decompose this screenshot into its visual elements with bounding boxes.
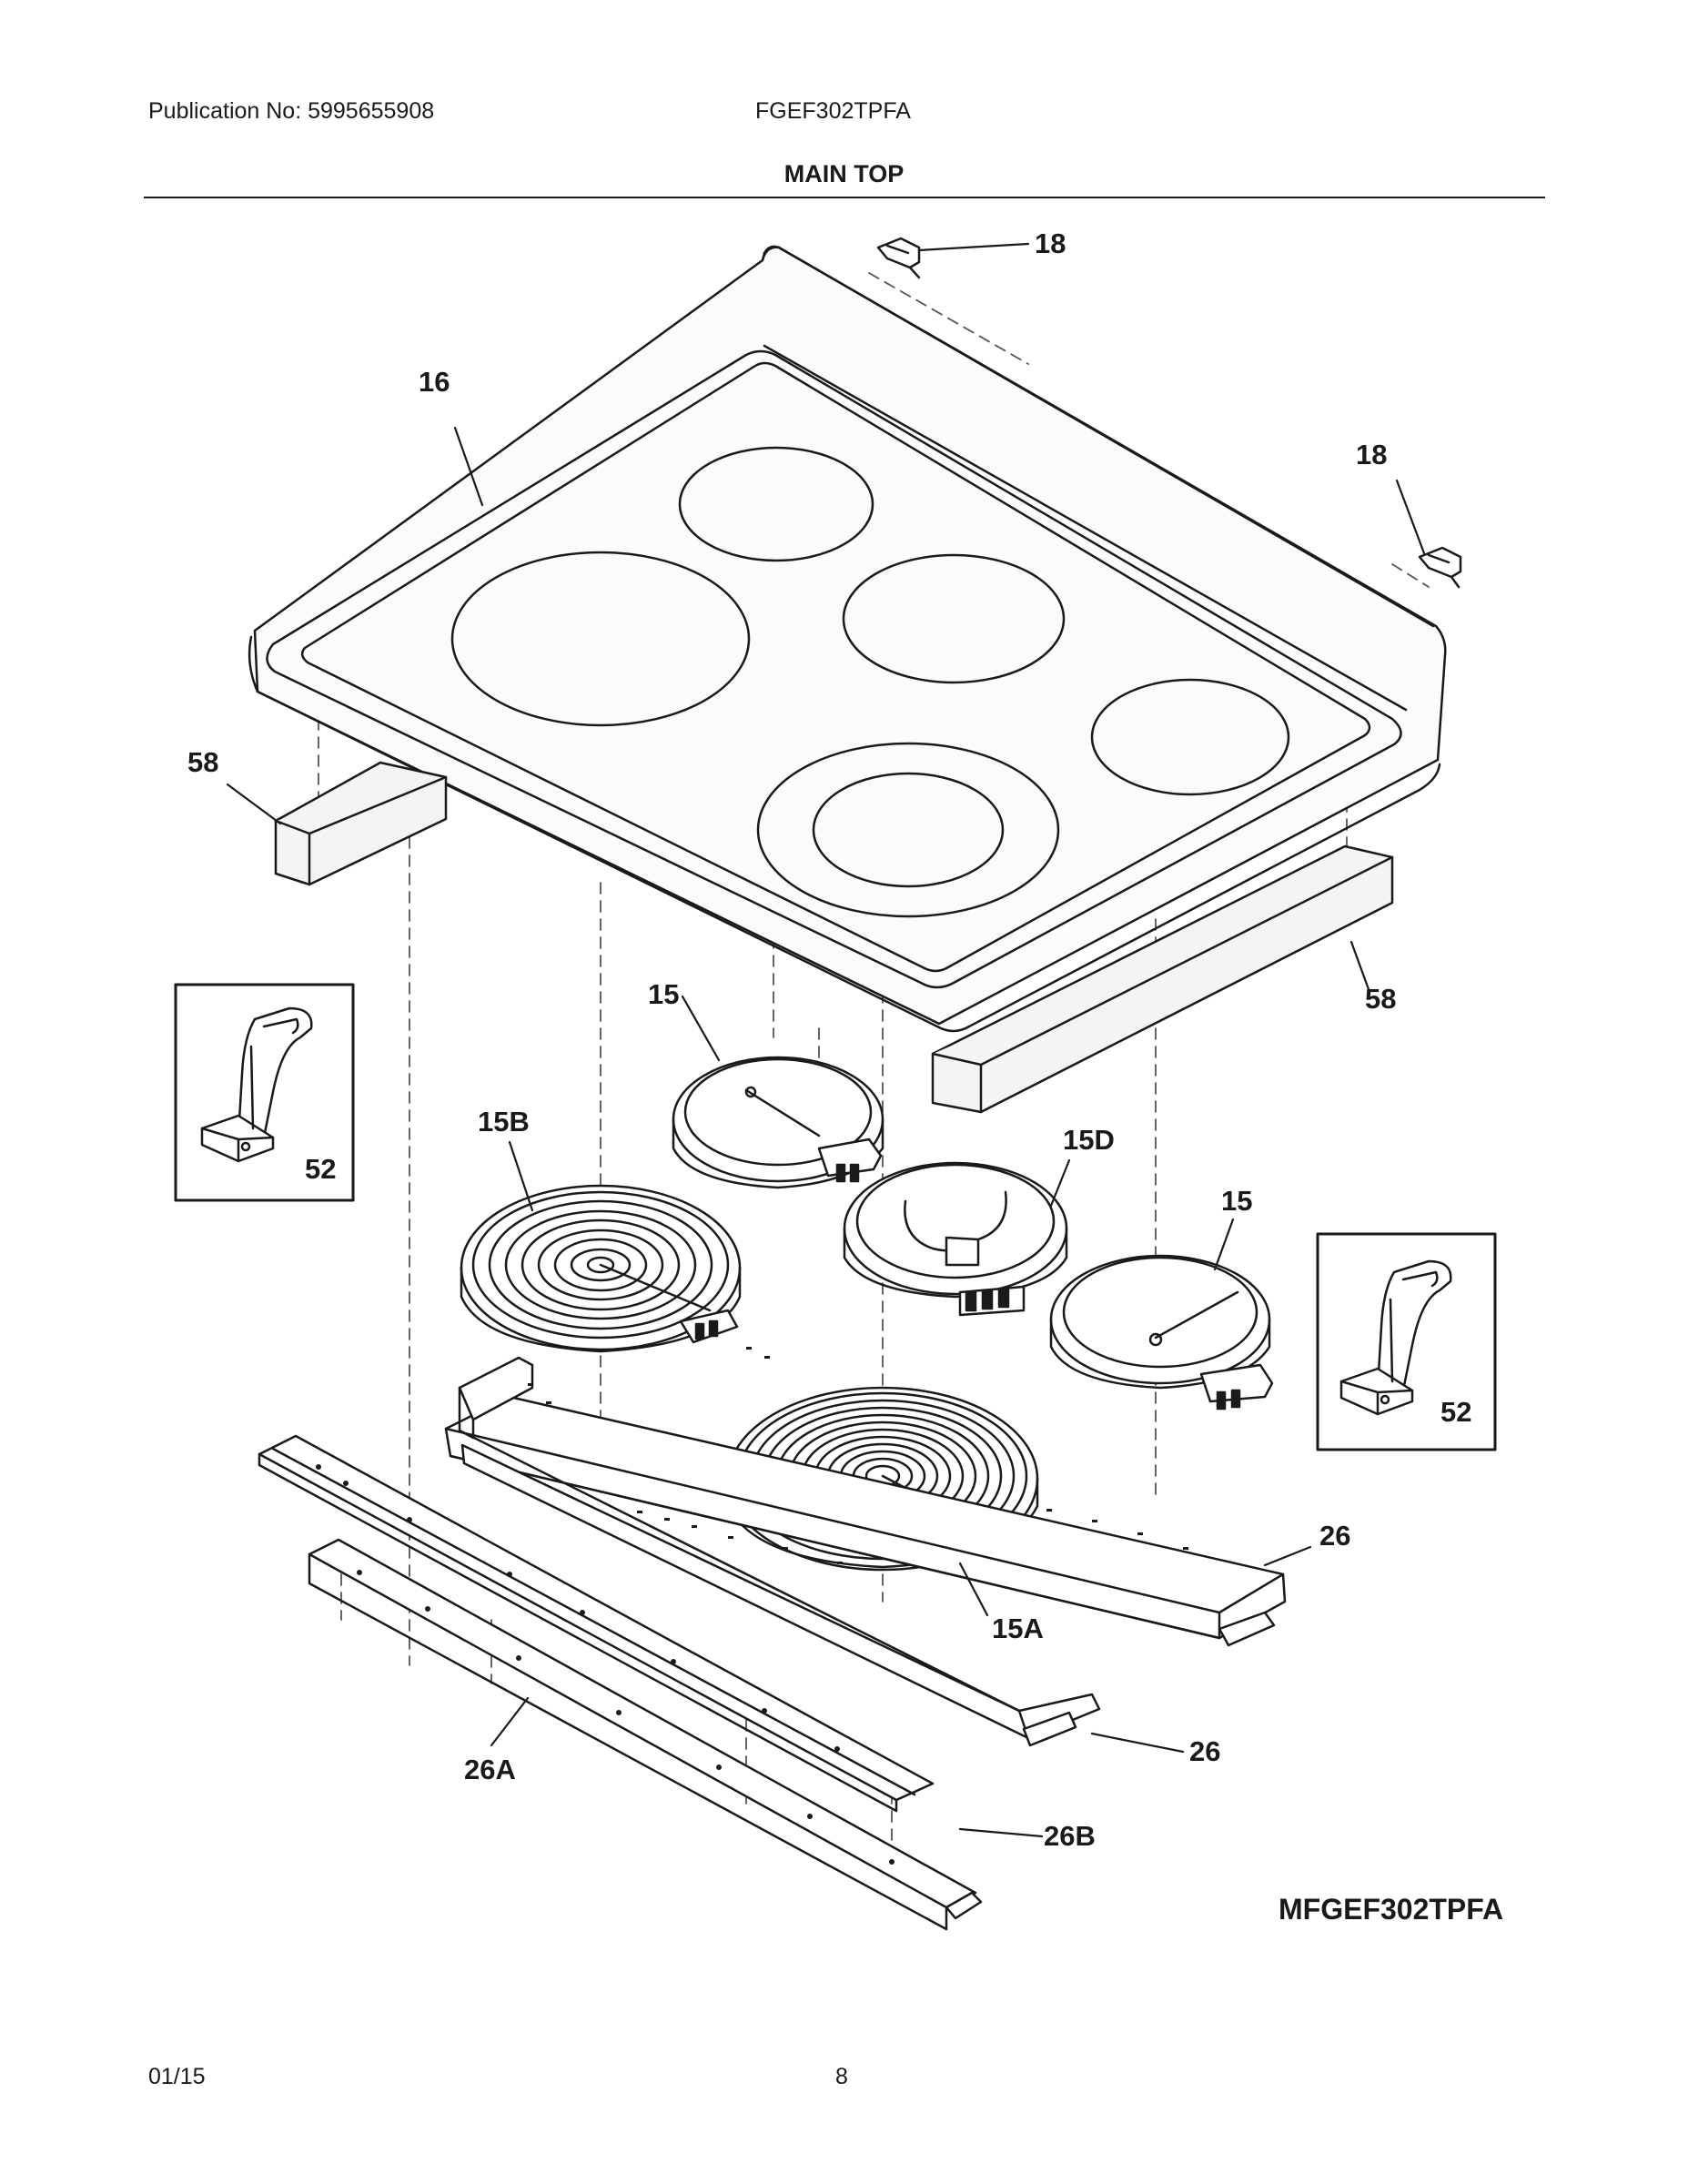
radiant-element-15-top (672, 1056, 884, 1189)
callout-52-right: 52 (1440, 1396, 1471, 1428)
rail-holes (316, 1347, 1188, 1865)
coil-element-15b (460, 1184, 742, 1353)
callout-18-right: 18 (1356, 439, 1387, 470)
header-divider (144, 197, 1545, 198)
footer-date: 01/15 (148, 2064, 206, 2089)
cooktop-main-top (248, 245, 1447, 1033)
callout-15-top: 15 (648, 978, 679, 1010)
radiant-element-15d (843, 1161, 1068, 1317)
clip-18-right (1418, 546, 1462, 589)
insulation-block-left (274, 761, 448, 886)
clip-18-top (876, 237, 921, 279)
page-number: 8 (835, 2064, 848, 2089)
diagram-code: MFGEF302TPFA (1279, 1893, 1504, 1926)
callout-15d: 15D (1063, 1124, 1115, 1156)
page-title: MAIN TOP (783, 160, 905, 187)
support-rail-26-front (458, 1356, 1101, 1747)
callout-labels: 18 16 18 58 58 15 15B 15D 15 52 52 26 15… (187, 228, 1471, 1852)
callout-58-left: 58 (187, 746, 218, 778)
bracket-52-right (1339, 1259, 1452, 1416)
inset-box-right (1316, 1232, 1497, 1451)
callout-26-front: 26 (1189, 1735, 1220, 1767)
model-number: FGEF302TPFA (755, 98, 911, 124)
callout-15-right: 15 (1221, 1185, 1252, 1217)
leader-lines (226, 242, 1426, 1838)
bracket-52-left (200, 1006, 313, 1163)
callout-16: 16 (419, 366, 450, 398)
callout-26b: 26B (1044, 1820, 1096, 1852)
callout-58-right: 58 (1365, 983, 1396, 1015)
bracket-26b (308, 1538, 983, 1931)
inset-box-left (174, 983, 355, 1202)
publication-number: Publication No: 5995655908 (148, 98, 435, 124)
callout-52-left: 52 (305, 1153, 336, 1185)
callout-15b: 15B (478, 1106, 530, 1138)
radiant-element-15-right (1049, 1254, 1274, 1410)
callout-15a: 15A (992, 1613, 1044, 1644)
callout-18-top: 18 (1035, 228, 1066, 259)
insulation-block-right (931, 844, 1394, 1114)
callout-26-rear: 26 (1319, 1520, 1350, 1552)
callout-26a: 26A (464, 1754, 516, 1785)
